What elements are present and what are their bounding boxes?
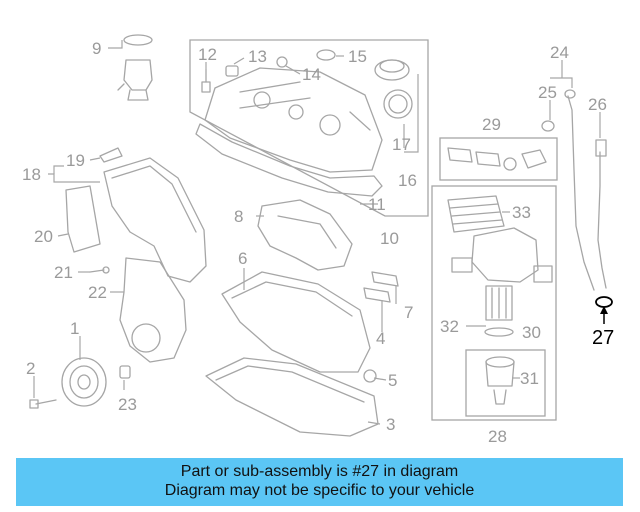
cover-plate-20 (65, 185, 101, 253)
plug-13 (225, 65, 239, 77)
filter-housing (451, 227, 553, 283)
baffle-7 (371, 271, 399, 287)
notice-line-1: Part or sub-assembly is #27 in diagram (180, 463, 459, 480)
callout-31: 31 (520, 369, 539, 388)
stud-14 (276, 56, 288, 68)
gasket-4 (363, 287, 391, 303)
callout-8: 8 (234, 207, 243, 226)
filter-cap-31 (485, 356, 515, 405)
lower-oil-pan-3 (205, 357, 379, 437)
callout-19: 19 (66, 151, 85, 170)
callout-24: 24 (550, 43, 569, 62)
callout-33: 33 (512, 203, 531, 222)
timing-cover-lower-22 (119, 257, 187, 363)
callout-13: 13 (248, 47, 267, 66)
callout-6: 6 (238, 249, 247, 268)
callout-15: 15 (348, 47, 367, 66)
oil-level-sensor (117, 34, 153, 101)
valve-cover (195, 67, 383, 197)
oil-cooler-33 (447, 195, 505, 233)
parts-diagram: 1 2 3 4 5 6 7 8 9 10 11 12 13 14 15 16 1… (22, 34, 614, 446)
drain-plug-5 (363, 369, 377, 383)
callout-17: 17 (392, 135, 411, 154)
filter-element-32 (484, 285, 514, 337)
callout-30: 30 (522, 323, 541, 342)
timing-cover-upper (103, 157, 207, 283)
callout-28: 28 (488, 427, 507, 446)
oil-filter-housing-box (431, 185, 557, 421)
fitment-notice-banner: Part or sub-assembly is #27 in diagram D… (16, 458, 623, 506)
cap-gasket-17 (383, 89, 413, 119)
callout-12: 12 (198, 45, 217, 64)
callout-25: 25 (538, 83, 557, 102)
callout-14: 14 (302, 65, 321, 84)
oil-cap (374, 59, 410, 81)
callout-7: 7 (404, 303, 413, 322)
bolt-12 (201, 69, 211, 93)
callout-11: 11 (368, 195, 386, 214)
bolt-21 (89, 266, 110, 274)
dipstick-tube (564, 89, 607, 291)
callout-5: 5 (388, 371, 397, 390)
callout-21: 21 (54, 263, 73, 282)
seal-27 (595, 296, 613, 308)
callout-16: 16 (398, 171, 417, 190)
seal-15 (316, 49, 336, 61)
bolt-2 (29, 399, 57, 409)
callout-27: 27 (592, 327, 614, 349)
o-ring-25 (541, 120, 555, 132)
callout-26: 26 (588, 95, 607, 114)
upper-oil-pan-6 (221, 271, 371, 373)
callout-4: 4 (376, 329, 385, 348)
callout-29: 29 (482, 115, 501, 134)
callout-3: 3 (386, 415, 395, 434)
callout-9: 9 (92, 39, 101, 58)
leader-lines (33, 40, 608, 425)
seal-kit-29 (447, 147, 547, 171)
oil-filter-element-box (465, 349, 546, 417)
callout-18: 18 (22, 165, 41, 184)
valve-cover-group-box (189, 39, 429, 217)
filter-seal-kit-box (439, 137, 558, 181)
callout-20: 20 (34, 227, 53, 246)
callout-22: 22 (88, 283, 107, 302)
callout-10: 10 (380, 229, 399, 248)
bracket-19 (99, 147, 123, 163)
notice-line-2: Diagram may not be specific to your vehi… (164, 482, 475, 499)
callout-1: 1 (70, 319, 79, 338)
callout-23: 23 (118, 395, 137, 414)
callout-2: 2 (26, 359, 35, 378)
pulley-1 (61, 357, 107, 407)
plug-23 (119, 365, 131, 379)
callouts: 1 2 3 4 5 6 7 8 9 10 11 12 13 14 15 16 1… (22, 39, 614, 446)
oil-pump-8 (257, 199, 353, 271)
callout-32: 32 (440, 317, 459, 336)
